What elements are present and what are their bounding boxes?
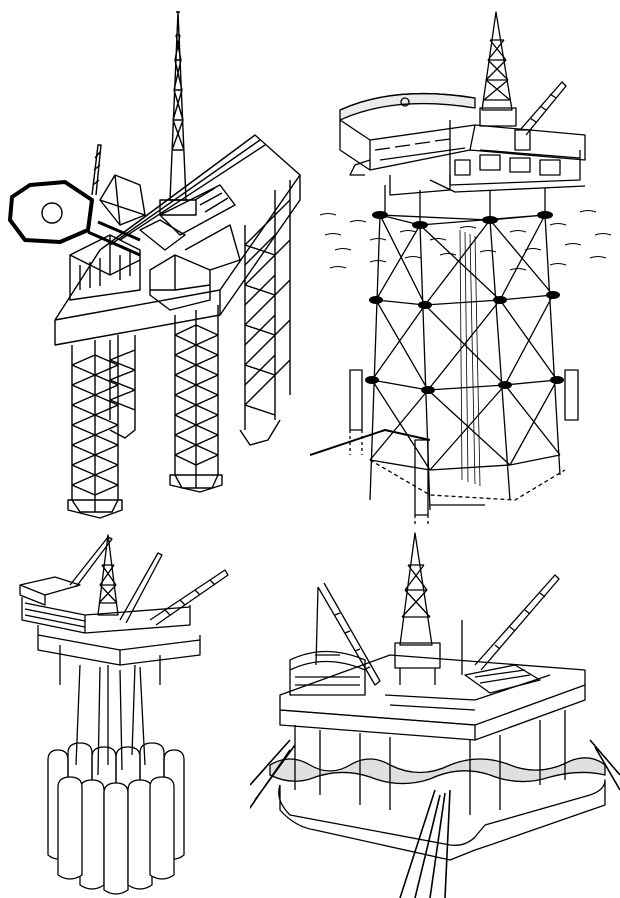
crane-right <box>150 570 228 625</box>
shafts <box>76 665 145 775</box>
crane <box>515 82 566 150</box>
derrick <box>480 12 516 126</box>
crane-boom <box>92 145 101 195</box>
waterline <box>270 758 605 784</box>
jacket <box>370 215 560 510</box>
jacket-nodes <box>365 211 564 394</box>
jacket-platform-drawing <box>310 0 620 525</box>
topsides-modules <box>340 120 585 195</box>
leg-rear-right <box>240 180 290 445</box>
pile-sleeves <box>350 370 578 525</box>
derrick <box>395 533 440 685</box>
crane-center <box>120 553 162 623</box>
semi-submersible-illustration <box>250 525 620 898</box>
hull <box>55 135 300 345</box>
crane-left <box>70 537 112 587</box>
jackup-rig-drawing <box>0 0 310 525</box>
derrick <box>160 12 196 215</box>
main-deck <box>280 655 585 740</box>
jackup-rig-illustration <box>0 0 310 525</box>
helideck-marker <box>42 203 62 223</box>
deck-legs <box>385 185 545 225</box>
leg-front-left <box>68 335 122 518</box>
helideck <box>20 577 80 605</box>
gravity-structure-drawing <box>0 525 250 898</box>
helideck <box>10 182 92 242</box>
helideck <box>290 652 365 696</box>
caisson-cells <box>48 743 184 894</box>
anchor-lines <box>250 740 620 898</box>
helideck <box>340 94 475 120</box>
columns <box>295 710 565 815</box>
derrick <box>98 535 118 615</box>
pontoons <box>279 780 605 860</box>
seabed-pipeline <box>310 430 565 505</box>
crane-right <box>462 575 559 675</box>
topsides <box>22 597 200 685</box>
leg-front-right <box>170 305 222 492</box>
jacket-platform-illustration <box>310 0 620 525</box>
gravity-based-structure-illustration <box>0 525 250 898</box>
semi-submersible-drawing <box>250 525 620 898</box>
modules <box>70 175 240 310</box>
leg-rear-left <box>110 335 135 438</box>
